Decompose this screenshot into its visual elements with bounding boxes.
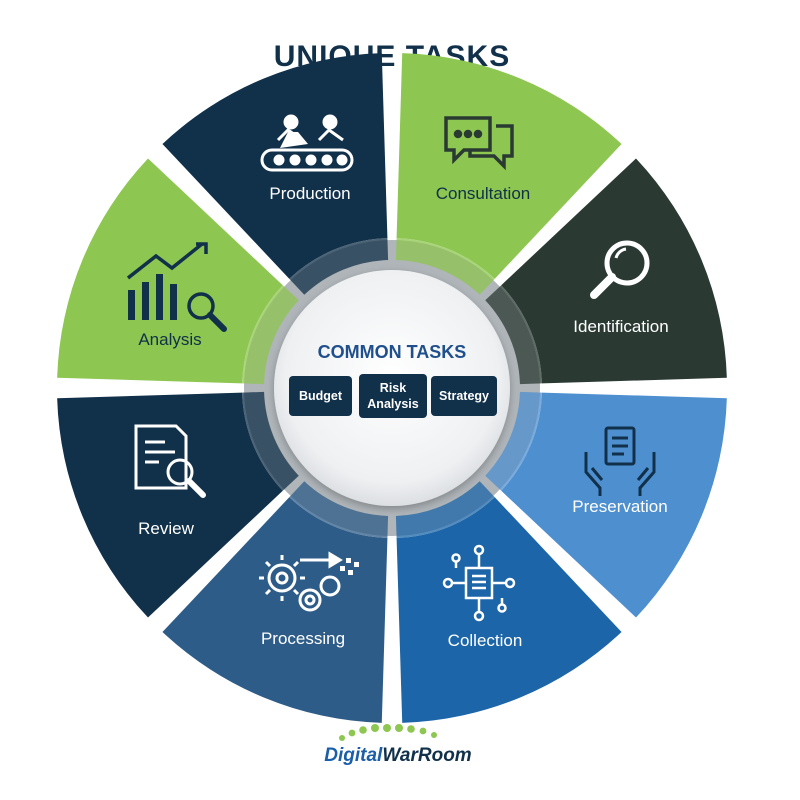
segment-identification (501, 158, 727, 384)
inner-band-collection (395, 481, 495, 538)
common-tasks-title: COMMON TASKS (318, 342, 467, 362)
label-production: Production (269, 184, 350, 203)
segment-consultation (396, 53, 622, 279)
logo-text-digital: Digital (324, 745, 383, 766)
inner-band-production (289, 238, 389, 295)
chip-risk-analysis: Risk Analysis (359, 374, 427, 418)
segment-collection (396, 497, 622, 723)
label-processing: Processing (261, 629, 345, 648)
label-consultation: Consultation (436, 184, 531, 203)
document-search-icon (134, 424, 206, 498)
label-analysis: Analysis (138, 330, 201, 349)
chip-strategy-text: Strategy (439, 389, 489, 403)
bar-chart-search-icon (126, 242, 227, 332)
gears-icon (259, 551, 359, 612)
digitalwarroom-logo: DigitalWarRoom (324, 724, 472, 766)
segment-production (162, 53, 388, 279)
conveyor-workers-icon (260, 114, 354, 172)
segment-preservation (501, 392, 727, 618)
logo-dots (339, 724, 437, 741)
label-identification: Identification (573, 317, 668, 336)
inner-band-consultation (395, 238, 495, 295)
svg-text:DigitalWarRoom: DigitalWarRoom (324, 745, 472, 766)
label-preservation: Preservation (572, 497, 667, 516)
inner-band-review (242, 391, 299, 491)
chip-analysis-text: Analysis (367, 397, 418, 411)
inner-band-processing (289, 481, 389, 538)
segment-review (57, 392, 283, 618)
chip-network-icon (442, 544, 516, 622)
chip-budget: Budget (289, 376, 352, 416)
magnifier-icon (590, 240, 650, 299)
segments-ring (57, 53, 727, 723)
chip-strategy: Strategy (431, 376, 497, 416)
inner-band-analysis (242, 285, 299, 385)
logo-text-warroom: WarRoom (382, 745, 471, 766)
chip-risk-text: Risk (380, 381, 406, 395)
inner-band-identification (485, 285, 542, 385)
label-collection: Collection (448, 631, 523, 650)
hands-document-icon (584, 426, 656, 496)
chip-budget-text: Budget (299, 389, 343, 403)
chat-bubbles-icon (444, 116, 514, 171)
label-review: Review (138, 519, 194, 538)
inner-band-preservation (485, 391, 542, 491)
